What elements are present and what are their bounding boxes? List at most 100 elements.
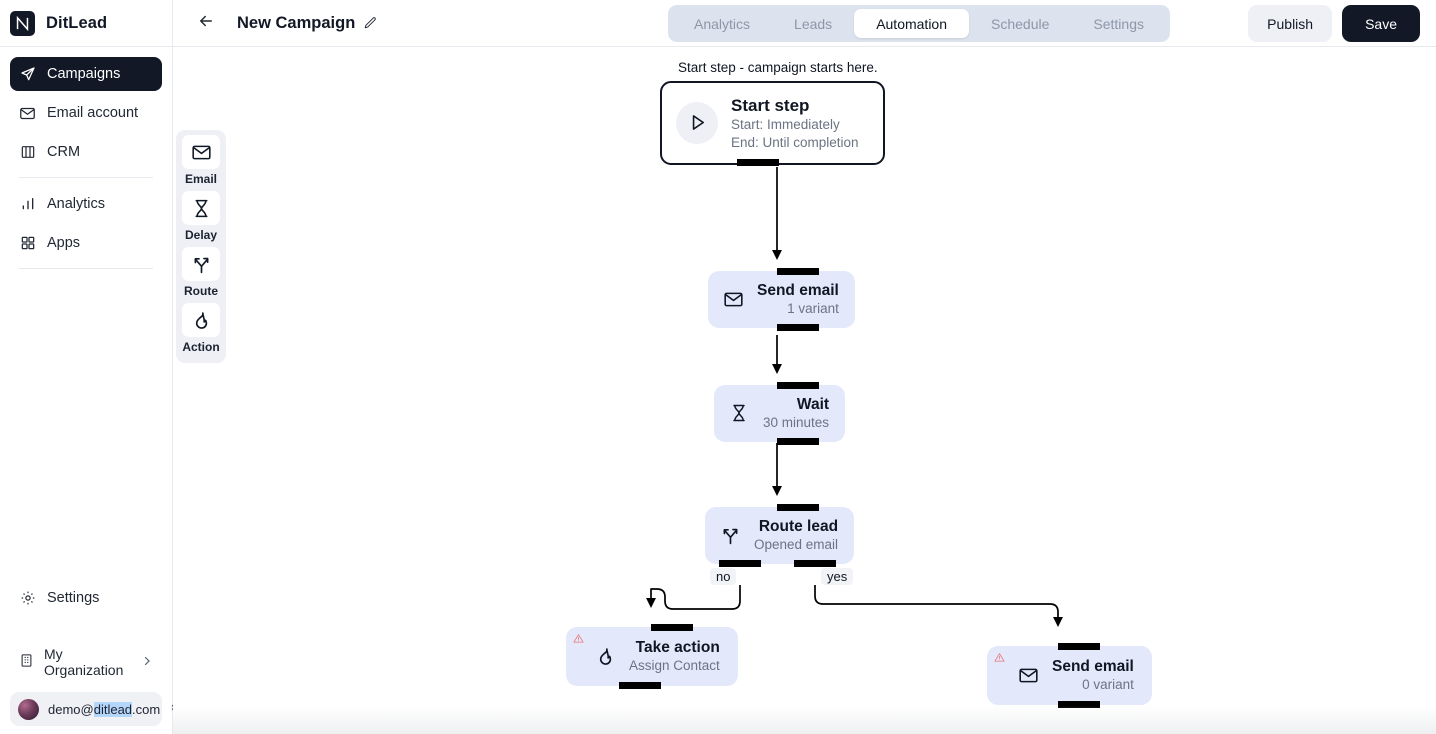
route-lead-1-box[interactable]: Route lead Opened email (705, 504, 855, 567)
sidebar-item-my-organization[interactable]: My Organization (10, 645, 162, 679)
sidebar-label-campaigns: Campaigns (47, 66, 121, 82)
tab-bar: Analytics Leads Automation Schedule Sett… (668, 5, 1170, 42)
envelope-icon (1017, 664, 1039, 686)
sidebar-divider-1 (19, 177, 153, 178)
chevron-right-icon (141, 655, 153, 670)
tab-settings[interactable]: Settings (1093, 15, 1144, 32)
sidebar-label-apps: Apps (47, 235, 81, 251)
sidebar-item-apps[interactable]: Apps (10, 226, 162, 260)
ditlead-logo-icon (10, 10, 35, 36)
back-button[interactable] (195, 12, 217, 34)
wait-1-box[interactable]: Wait 30 minutes (714, 382, 846, 445)
palette-label-route: Route (184, 284, 218, 298)
node-sub: Assign Contact (629, 658, 720, 674)
flow-node-route-lead-1[interactable]: Route lead Opened email (705, 504, 855, 567)
envelope-icon (19, 105, 36, 122)
account-email-suffix: .com (132, 701, 161, 717)
node-title: Route lead (758, 518, 839, 535)
account-switcher[interactable]: demo@ditlead.com (10, 692, 178, 726)
palette-label-delay: Delay (184, 228, 218, 242)
start-step-box[interactable]: Start step Start: Immediately End: Until… (660, 81, 885, 166)
node-handle-top[interactable] (651, 624, 693, 631)
columns-icon (19, 144, 36, 161)
warning-triangle-icon (994, 652, 1005, 663)
palette-item-email[interactable]: Email (179, 135, 223, 189)
node-title: Send email (757, 282, 839, 299)
paper-plane-icon (19, 66, 36, 83)
start-step-hint: Start step - campaign starts here. (678, 60, 878, 75)
node-handle-bottom[interactable] (777, 323, 819, 331)
main-area: New Campaign Analytics Leads Automation … (173, 0, 1436, 734)
sidebar-label-email-account: Email account (47, 105, 139, 121)
node-title: Start step (731, 96, 810, 115)
tab-automation[interactable]: Automation (854, 9, 970, 38)
branch-icon (719, 524, 741, 546)
avatar (18, 698, 39, 720)
edge-label-yes: yes (821, 568, 854, 585)
send-email-1-box[interactable]: Send email 1 variant (708, 268, 855, 331)
node-title: Take action (635, 639, 720, 656)
flow-node-wait-1[interactable]: Wait 30 minutes (714, 382, 846, 445)
take-action-1-box[interactable]: Take action Assign Contact (566, 624, 738, 689)
sidebar-divider-2 (19, 268, 153, 269)
pencil-icon[interactable] (363, 16, 377, 30)
warning-triangle-icon (573, 633, 584, 644)
canvas-bottom-fade (173, 706, 1436, 734)
envelope-icon (182, 135, 220, 169)
sidebar: DitLead Campaigns Email account (0, 0, 178, 734)
sidebar-label-crm: CRM (47, 144, 81, 160)
sidebar-label-settings: Settings (47, 590, 100, 606)
flow-node-start-step[interactable]: Start step Start: Immediately End: Until… (660, 81, 885, 166)
building-icon (19, 653, 34, 671)
node-sub-start: Start: Immediately (731, 117, 840, 133)
node-handle-top[interactable] (777, 504, 819, 511)
sidebar-nav: Campaigns Email account CRM (0, 47, 172, 269)
envelope-icon (722, 288, 744, 310)
palette-item-delay[interactable]: Delay (179, 191, 223, 245)
flow-node-take-action-1[interactable]: Take action Assign Contact (566, 624, 738, 689)
node-handle-top[interactable] (777, 268, 819, 275)
node-handle-bottom[interactable] (619, 681, 661, 689)
sidebar-item-analytics[interactable]: Analytics (10, 187, 162, 221)
sidebar-item-settings[interactable]: Settings (10, 581, 162, 615)
flow-node-send-email-1[interactable]: Send email 1 variant (708, 268, 855, 331)
palette-label-email: Email (184, 172, 217, 186)
node-palette: Email Delay (176, 130, 226, 363)
sidebar-item-campaigns[interactable]: Campaigns (10, 57, 162, 91)
play-icon (676, 101, 718, 144)
automation-canvas[interactable]: Email Delay (173, 47, 1436, 734)
flow-node-send-email-2[interactable]: Send email 0 variant (987, 643, 1152, 708)
tab-leads[interactable]: Leads (794, 15, 833, 32)
hourglass-icon (728, 402, 750, 424)
bar-chart-icon (19, 196, 36, 213)
sidebar-item-email-account[interactable]: Email account (10, 96, 162, 130)
palette-item-action[interactable]: Action (179, 303, 223, 357)
node-handle-bottom[interactable] (736, 158, 779, 166)
sidebar-item-crm[interactable]: CRM (10, 135, 162, 169)
tab-analytics[interactable]: Analytics (694, 15, 751, 32)
wait-1-text: Wait 30 minutes (763, 395, 829, 432)
node-sub: 1 variant (787, 301, 839, 317)
send-email-2-box[interactable]: Send email 0 variant (987, 643, 1152, 708)
node-handle-bottom-yes[interactable] (794, 559, 836, 567)
save-button[interactable]: Save (1342, 5, 1420, 42)
page-title: New Campaign (237, 13, 356, 32)
palette-item-route[interactable]: Route (179, 247, 223, 301)
node-handle-bottom[interactable] (777, 437, 819, 445)
node-title: Wait (796, 396, 830, 413)
node-handle-top[interactable] (777, 382, 819, 389)
topbar-actions: Publish Save (1248, 5, 1420, 42)
sidebar-label-my-organization: My Organization (44, 646, 124, 678)
take-action-1-text: Take action Assign Contact (629, 638, 720, 675)
sidebar-footer: Settings My Organization d (0, 581, 178, 734)
node-handle-bottom-no[interactable] (719, 559, 761, 567)
tab-schedule[interactable]: Schedule (991, 15, 1050, 32)
brand-header: DitLead (0, 0, 172, 47)
node-handle-top[interactable] (1058, 643, 1100, 650)
edge-label-no: no (710, 568, 737, 585)
publish-button[interactable]: Publish (1248, 5, 1333, 42)
route-lead-1-text: Route lead Opened email (754, 517, 838, 554)
node-handle-bottom[interactable] (1058, 700, 1100, 708)
account-email: demo@ditlead.com (48, 701, 161, 717)
